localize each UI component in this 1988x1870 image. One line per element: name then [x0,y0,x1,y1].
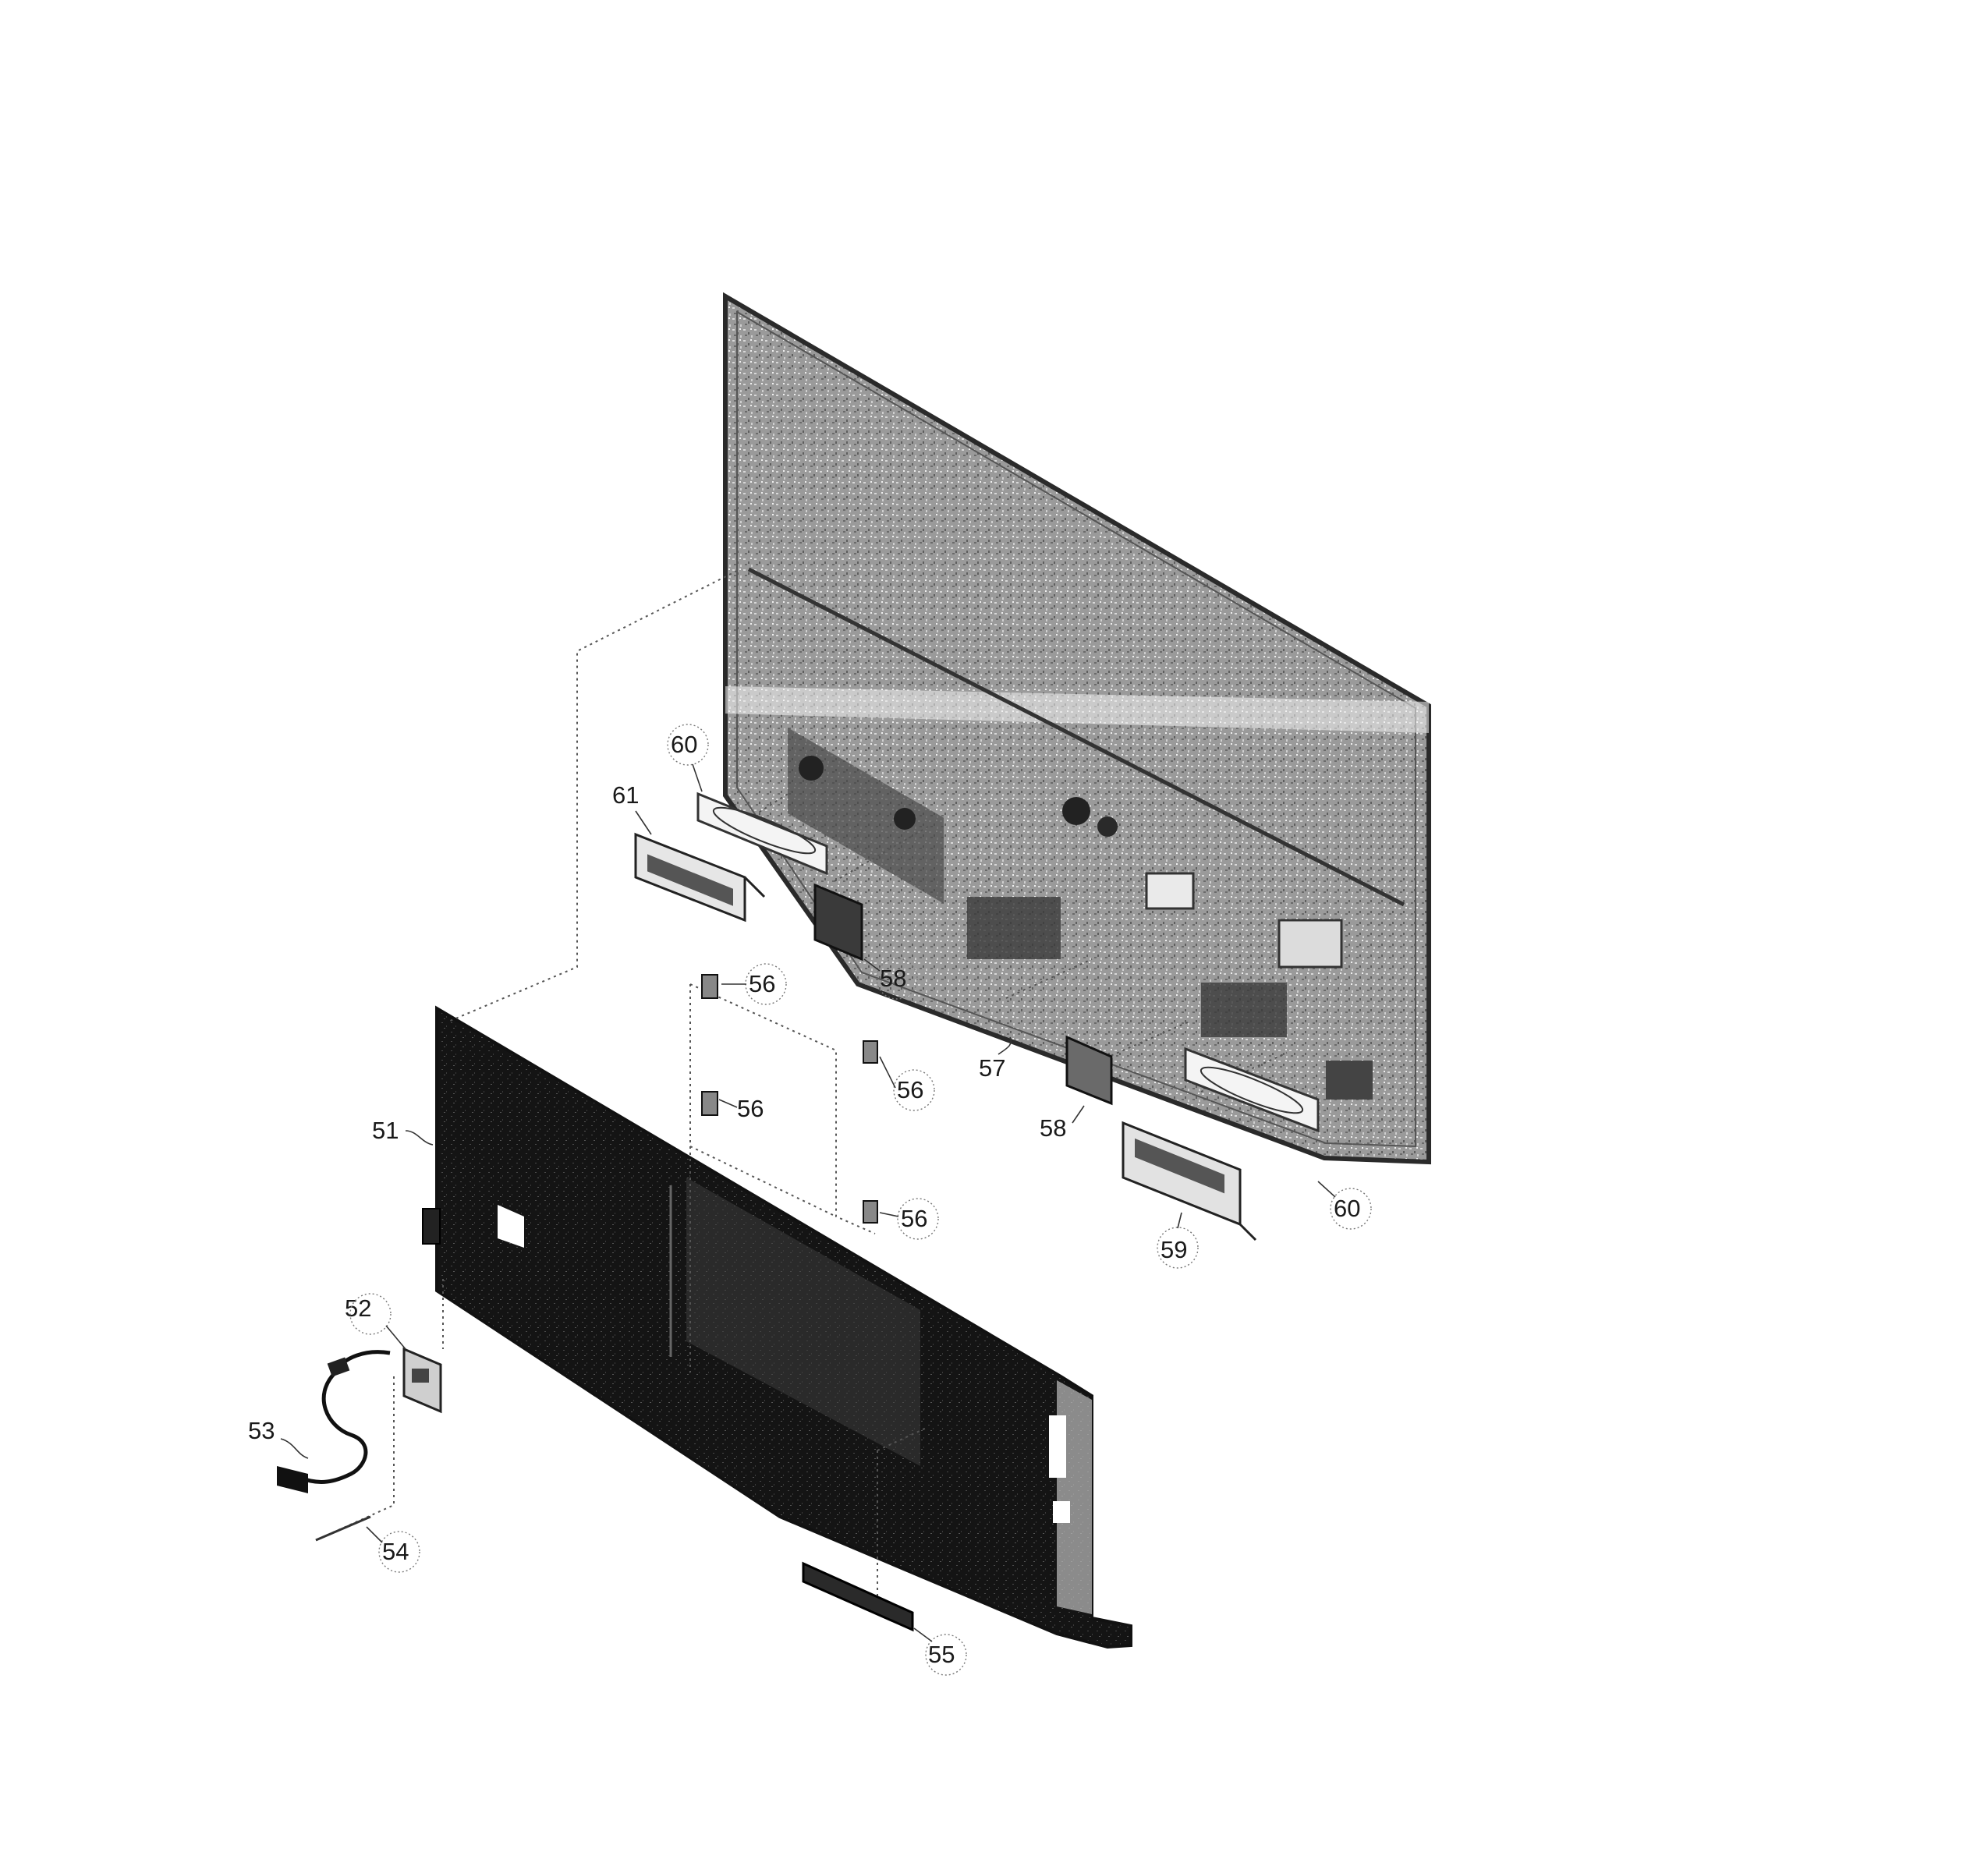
power-cord-53 [277,1350,391,1493]
svg-text:59: 59 [1161,1236,1187,1263]
callout-55: 55 [913,1627,967,1676]
callout-58-right: 58 [1040,1105,1085,1142]
back-cover [422,1005,1132,1649]
svg-text:51: 51 [372,1117,399,1144]
svg-text:53: 53 [248,1417,275,1444]
callout-56-lower-left: 56 [718,1095,764,1122]
callout-59: 59 [1157,1212,1199,1269]
ac-inlet-52 [402,1347,442,1414]
svg-text:56: 56 [901,1205,927,1232]
screw-54 [315,1515,371,1542]
terminal-bracket-61 [634,832,766,923]
display-panel [723,292,1431,1165]
bracket-60-right [1184,1047,1320,1133]
svg-text:55: 55 [928,1641,955,1668]
bracket-60-left [696,792,828,876]
callouts: 51 52 53 54 55 56 56 [248,724,1372,1676]
callout-52: 52 [345,1293,406,1350]
svg-text:58: 58 [1040,1114,1066,1142]
board-58-right [1065,1035,1113,1106]
callout-60-right: 60 [1317,1181,1372,1230]
assembly-guides [315,570,1288,1614]
svg-text:56: 56 [897,1076,923,1103]
clamps-56 [701,974,878,1224]
svg-text:52: 52 [345,1294,371,1322]
callout-60-left: 60 [667,724,709,792]
callout-56-upper-right: 56 [879,1056,935,1111]
stand-cover-55 [802,1561,914,1632]
svg-text:56: 56 [737,1095,764,1122]
svg-text:56: 56 [749,970,775,997]
board-58-left [813,883,863,962]
terminal-bracket-59 [1122,1121,1257,1241]
callout-56-upper-left: 56 [721,963,787,1005]
svg-text:60: 60 [1334,1195,1360,1222]
callout-57: 57 [979,1036,1012,1082]
callout-51: 51 [372,1117,434,1146]
callout-53: 53 [248,1417,309,1459]
svg-text:61: 61 [612,781,639,809]
callout-54: 54 [366,1526,420,1573]
svg-text:54: 54 [382,1538,409,1565]
svg-text:58: 58 [880,965,906,992]
callout-58-left: 58 [863,958,918,1000]
callout-61: 61 [612,781,652,835]
svg-text:57: 57 [979,1054,1005,1082]
callout-56-lower-right: 56 [879,1198,939,1240]
svg-text:60: 60 [671,731,697,758]
